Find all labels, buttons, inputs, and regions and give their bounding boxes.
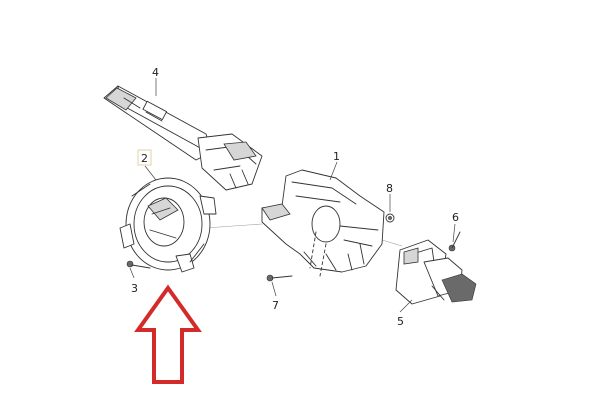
callout-2: 2 — [141, 152, 148, 165]
callout-labels: 1 2 3 4 5 6 7 8 — [131, 66, 459, 328]
callout-7: 7 — [272, 299, 279, 312]
part-7-screw — [266, 274, 293, 282]
callout-8: 8 — [386, 182, 393, 195]
part-5-switch-module — [395, 239, 477, 305]
callout-6: 6 — [452, 211, 459, 224]
callout-3: 3 — [131, 282, 138, 295]
part-3-screw — [126, 260, 151, 269]
part-1-column-housing — [261, 169, 385, 277]
callout-1: 1 — [333, 150, 340, 163]
part-2-clock-spring — [119, 177, 217, 273]
part-6-screw — [448, 231, 461, 252]
callout-4: 4 — [152, 66, 159, 79]
leader-lines — [129, 78, 456, 313]
part-8-nut — [385, 213, 395, 223]
red-up-arrow — [134, 284, 202, 384]
assembly-guide-lines — [204, 223, 403, 247]
callout-5: 5 — [397, 315, 404, 328]
callout-2-highlight-box — [137, 149, 152, 166]
part-4-stalk-switch — [103, 85, 263, 191]
